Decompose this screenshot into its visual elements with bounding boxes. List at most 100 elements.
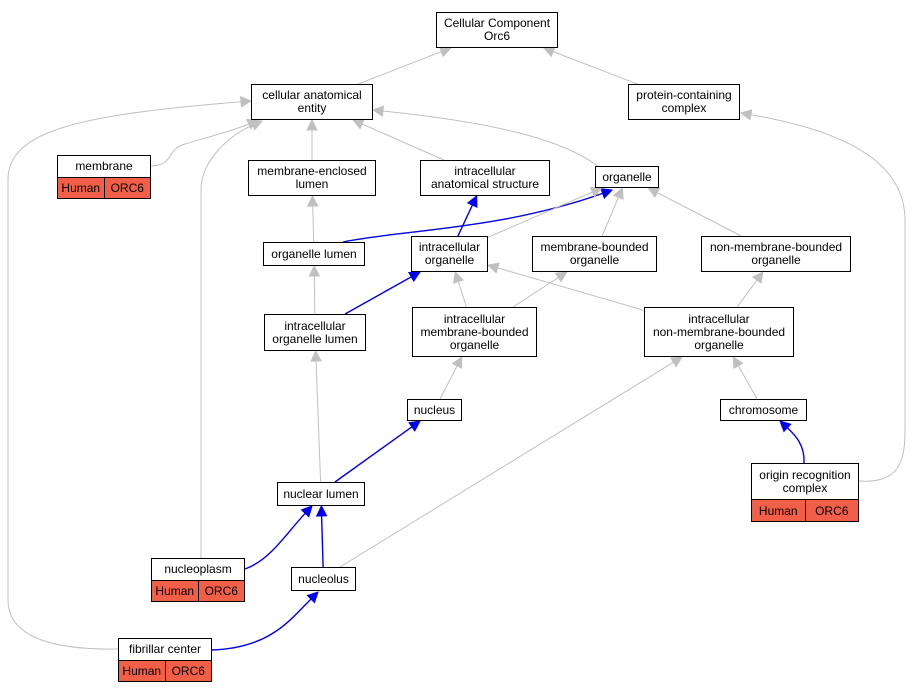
term-label: organelle [569,253,620,267]
term-node-chromosome[interactable]: chromosome [720,399,807,421]
edge-part-of-iol-to-iorg [344,276,412,315]
annotation-species[interactable]: Human [155,584,195,598]
term-node-nucleoplasm[interactable]: nucleoplasm [151,558,245,580]
edge-part-of-fc-to-nucleolus [211,598,312,651]
arrowhead-nucleoplasm-to-cae [250,119,264,131]
term-label: intracellular [454,164,516,178]
term-node-olumen[interactable]: organelle lumen [263,242,365,266]
edge-is-a-nmbo-to-organelle [656,192,742,237]
term-label: intracellular [284,318,346,333]
edge-is-a-olumen-to-mel [312,205,315,243]
term-label: nucleoplasm [164,562,232,576]
term-node-nucleus[interactable]: nucleus [407,399,462,421]
arrowhead-nmbo-to-organelle [647,187,661,198]
edge-part-of-orc-to-chromosome [786,427,805,464]
edge-is-a-chromosome-to-inmbo [737,365,758,400]
edge-is-a-mbo-to-organelle [601,197,619,237]
arrowhead-nucleolus-to-inmbo [670,356,683,368]
edge-is-a-cae-to-root [358,51,442,85]
edge-is-a-nucleoplasm-to-cae [200,124,254,558]
edge-part-of-nucleoplasm-to-nlumen [244,512,306,570]
arrowhead-nucleolus-to-nlumen [315,504,328,517]
arrowhead-iol-to-olumen [308,264,321,277]
term-label: intracellular [688,311,750,326]
edge-is-a-membrane-to-cae [150,123,249,167]
term-label: entity [297,101,327,115]
annotation-species[interactable]: Human [61,181,101,195]
term-node-membrane[interactable]: membrane [57,155,151,177]
term-label: intracellular [418,240,481,254]
term-label: organelle [602,169,652,184]
edge-is-a-inmbo-to-iorg [497,267,645,311]
term-label: membrane-bounded [420,324,529,339]
arrowhead-imbo-to-mbo [554,271,568,283]
term-label: cellular anatomical [262,88,362,102]
arrowhead-fc-to-nucleolus [306,591,319,604]
arrowhead-orc-to-chromosome [779,420,792,433]
term-label: origin recognition [759,467,851,482]
annotation-gene[interactable]: ORC6 [804,500,859,521]
term-label: nucleus [413,402,456,417]
term-node-nucleolus[interactable]: nucleolus [291,567,356,591]
term-label: nuclear lumen [283,486,359,501]
arrowhead-iorg-to-organelle [589,186,603,198]
term-label: organelle [449,337,500,352]
annotation-species[interactable]: Human [758,503,798,518]
edge-part-of-nucleolus-to-nlumen [320,515,324,568]
term-label: intracellular [443,311,506,326]
term-label: non-membrane-bounded [652,324,786,339]
term-node-fc[interactable]: fibrillar center [118,638,212,660]
arrowhead-ias-to-cae [351,118,365,130]
edge-is-a-orc-to-pcc [750,114,906,482]
annotation-gene[interactable]: ORC6 [197,581,245,601]
term-label: Orc6 [483,29,510,43]
annotation-species[interactable]: Human [122,664,162,678]
annotation-row-orc: Human ORC6 [751,499,859,522]
annotation-gene[interactable]: ORC6 [164,661,212,681]
term-label: non-membrane-bounded [709,240,843,254]
term-label: anatomical structure [430,177,540,191]
edge-is-a-inmbo-to-nmbo [736,279,758,308]
term-node-nlumen[interactable]: nuclear lumen [277,482,365,506]
edge-is-a-organelle-to-cae [382,110,601,169]
edge-is-a-ias-to-cae [361,123,445,161]
arrowhead-orc-to-pcc [739,109,753,121]
edge-is-a-imbo-to-mbo [512,276,559,308]
arrowhead-inmbo-to-nmbo [751,271,764,284]
edge-is-a-nucleus-to-imbo [439,365,458,400]
arrowhead-fc-to-cae [240,96,253,108]
arrowhead-inmbo-to-iorg [486,262,500,274]
arrowhead-nlumen-to-iol [310,349,322,362]
term-label: organelle lumen [271,246,357,261]
term-label: complex [782,480,828,495]
term-label: organelle [424,253,475,267]
term-label: organelle [694,337,744,352]
term-label: protein-containing [636,88,732,102]
annotation-gene[interactable]: ORC6 [103,178,151,198]
arrowhead-olumen-to-organelle [600,188,614,200]
arrowhead-pcc-to-root [542,46,556,58]
arrowhead-mel-to-cae [306,118,318,131]
arrowhead-imbo-to-iorg [452,270,465,284]
term-label: membrane-enclosed [257,164,367,178]
term-label: nucleolus [298,571,349,586]
term-node-organelle[interactable]: organelle [595,166,659,188]
edge-is-a-imbo-to-iorg [457,281,467,308]
edge-is-a-nlumen-to-iol [315,360,322,483]
